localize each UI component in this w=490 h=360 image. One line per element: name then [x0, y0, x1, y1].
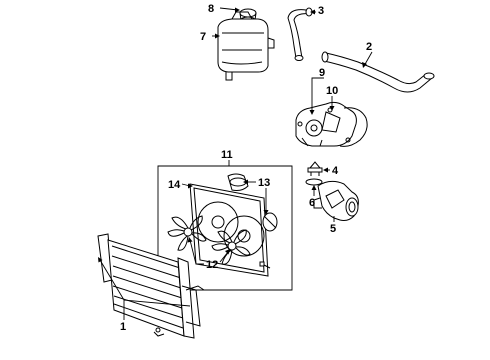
small-coolant-hose: [287, 7, 313, 61]
callout-13: 13: [258, 177, 270, 189]
callout-9: 9: [319, 67, 325, 79]
fan-motor: [227, 173, 278, 232]
mounting-bolt: [259, 261, 271, 269]
callout-5: 5: [330, 223, 336, 235]
radiator: [97, 233, 205, 339]
callout-14: 14: [168, 179, 181, 191]
callout-7: 7: [200, 31, 206, 43]
thermostat-housing: [313, 180, 359, 221]
callout-12: 12: [206, 259, 218, 271]
callout-11: 11: [221, 149, 233, 161]
thermostat-gasket: [305, 178, 323, 186]
callout-6: 6: [309, 197, 315, 209]
callout-2: 2: [366, 41, 372, 53]
fan-assembly-bracket: [157, 165, 293, 291]
fan-shroud: [189, 183, 269, 277]
callout-1: 1: [120, 321, 126, 333]
leader-lines: [98, 7, 373, 320]
radiator-hose: [321, 51, 435, 93]
fan-blade-right: [211, 229, 251, 265]
fan-blade-left: [167, 215, 207, 251]
coolant-reservoir-tank: [217, 11, 275, 81]
thermostat: [307, 161, 323, 176]
callout-10: 10: [326, 85, 338, 97]
water-pump-assembly: [295, 101, 368, 147]
callout-3: 3: [318, 5, 324, 17]
callout-8: 8: [208, 3, 214, 15]
callout-4: 4: [332, 165, 339, 177]
